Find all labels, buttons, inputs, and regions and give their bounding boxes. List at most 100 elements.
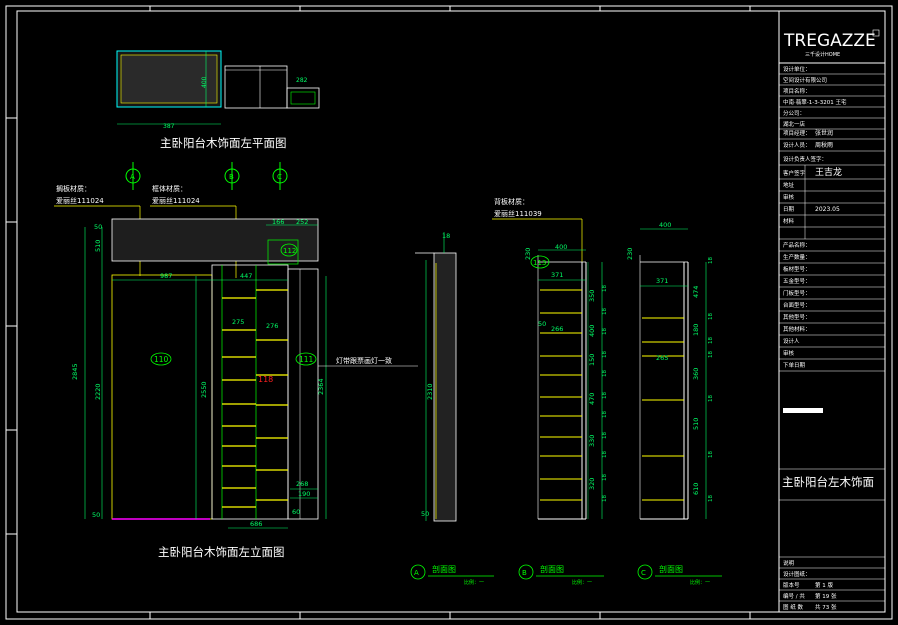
section-c-dim: 360 <box>692 368 700 380</box>
shelf-material-value: 爱丽丝111024 <box>56 196 104 205</box>
bottom-row-label: 图 纸 数 <box>783 603 803 611</box>
bottom-row-label: 版本号 <box>783 581 800 589</box>
plan-dim-right: 282 <box>296 77 308 84</box>
section-c-dim: 474 <box>692 286 700 298</box>
dim-cut-18: 18 <box>442 232 450 240</box>
marker-118: 118 <box>258 375 273 384</box>
table-row-label: 材料 <box>783 217 795 225</box>
company-row-text: 设计单位： <box>783 65 811 73</box>
plan-dim-width: 387 <box>163 123 175 130</box>
bottom-row-value: 第 1 版 <box>815 581 833 589</box>
table-row-label: 其他型号： <box>783 313 811 321</box>
dim-left-all: 2845 <box>71 363 79 380</box>
dim-276: 276 <box>266 322 278 330</box>
dim-c-400: 400 <box>659 221 671 229</box>
section-c-dim-18: 18 <box>708 451 714 458</box>
table-row-label: 下单日期 <box>783 361 806 369</box>
dim-c-265: 265 <box>656 354 668 362</box>
table-row-label: 门板型号： <box>783 289 811 297</box>
section-b-dim-18: 18 <box>602 308 608 315</box>
dim-166: 166 <box>272 218 284 226</box>
section-b-dim-18: 18 <box>602 351 608 358</box>
table-row-value: 王吉龙 <box>815 166 842 178</box>
section-b-dim-18: 18 <box>602 370 608 377</box>
table-row-label: 客户签字 <box>783 169 806 177</box>
company-row-text: 分公司： <box>783 109 805 117</box>
section-c-letter: C <box>641 569 646 577</box>
section-b-scale: 比例：一 <box>572 579 592 586</box>
marker-112-shape <box>280 243 298 257</box>
company-row-text: 中南·翡翠-1-3-3201 王宅 <box>783 98 847 106</box>
dim-b-50: 50 <box>538 320 546 328</box>
section-b-letter: B <box>522 569 527 577</box>
dim-268: 268 <box>296 480 308 488</box>
bottom-row-value: 第 19 张 <box>815 592 837 600</box>
marker-110: 110 <box>154 355 169 364</box>
section-b-dim: 350 <box>588 290 596 302</box>
section-b-label: 剖面图 <box>540 564 564 574</box>
table-row-label: 设计人 <box>783 337 800 345</box>
section-c-view <box>639 228 707 520</box>
light-note: 灯带跟票画灯一致 <box>336 356 392 365</box>
dim-275: 275 <box>232 318 244 326</box>
section-c-label: 剖面图 <box>659 564 683 574</box>
table-row-label: 五金型号： <box>783 277 811 285</box>
elevation-title: 主卧阳台木饰面左立面图 <box>158 545 285 559</box>
section-b-dim: 470 <box>588 393 596 405</box>
section-labels <box>410 564 722 580</box>
section-b-dim: 150 <box>588 354 596 366</box>
company-row-text: 空间设计有限公司 <box>783 76 827 84</box>
marker-a-top: A <box>130 173 135 181</box>
dim-b-371: 371 <box>551 271 563 279</box>
section-a-label: 剖面图 <box>432 564 456 574</box>
dim-right-height: 2364 <box>317 378 325 395</box>
signature-bar <box>783 408 823 413</box>
dim-c-371: 371 <box>656 277 668 285</box>
bottom-row-label: 设计图纸： <box>783 570 811 578</box>
marker-111-shape <box>295 352 317 366</box>
marker-112: 112 <box>283 247 296 255</box>
section-c-dim: 510 <box>692 418 700 430</box>
plan-dim-height: 400 <box>201 76 208 88</box>
section-c-dim-18: 18 <box>708 351 714 358</box>
table-row-label: 审核 <box>783 193 795 201</box>
section-a-scale: 比例：一 <box>464 579 484 586</box>
table-row-label: 台面型号： <box>783 301 811 309</box>
logo-text: TREGAZZE <box>783 31 876 51</box>
dim-b-266: 266 <box>551 325 563 333</box>
section-c-dim-18: 18 <box>708 313 714 320</box>
section-b-dim: 400 <box>588 325 596 337</box>
dim-left-mid: 2220 <box>94 383 102 400</box>
table-row-label: 地址 <box>783 181 795 189</box>
back-material-value: 爱丽丝111039 <box>494 209 542 218</box>
marker-111: 111 <box>299 355 314 364</box>
table-row-value: 2023.05 <box>815 206 840 213</box>
dim-252: 252 <box>296 218 308 226</box>
elevation-shelves <box>222 289 288 508</box>
dim-bottom-50: 50 <box>92 511 100 519</box>
section-c-dim-18: 18 <box>708 257 714 264</box>
dim-c-230: 230 <box>626 248 634 260</box>
frame-ticks <box>6 6 751 619</box>
bottom-row-value: 共 73 张 <box>815 603 837 611</box>
dim-447: 447 <box>240 272 252 280</box>
logo-sub: 三千设计HOME <box>805 51 840 58</box>
table-row-label: 日期 <box>783 206 795 213</box>
marker-110-shape <box>150 352 172 366</box>
marker-113-shape <box>530 255 550 269</box>
bottom-row-label: 说明 <box>783 559 795 567</box>
table-row-label: 其他材料： <box>783 325 811 333</box>
section-b-dim-18: 18 <box>602 392 608 399</box>
elevation-dim-lines <box>84 224 327 529</box>
section-b-dim-18: 18 <box>602 451 608 458</box>
marker-b-top: B <box>229 173 234 181</box>
section-c-dim-18: 18 <box>708 495 714 502</box>
dim-left-top: 510 <box>94 240 102 252</box>
dim-b-400: 400 <box>555 243 567 251</box>
section-b-dim-18: 18 <box>602 432 608 439</box>
section-b-dim-18: 18 <box>602 285 608 292</box>
frame-material-label: 框体材质： <box>152 184 187 193</box>
